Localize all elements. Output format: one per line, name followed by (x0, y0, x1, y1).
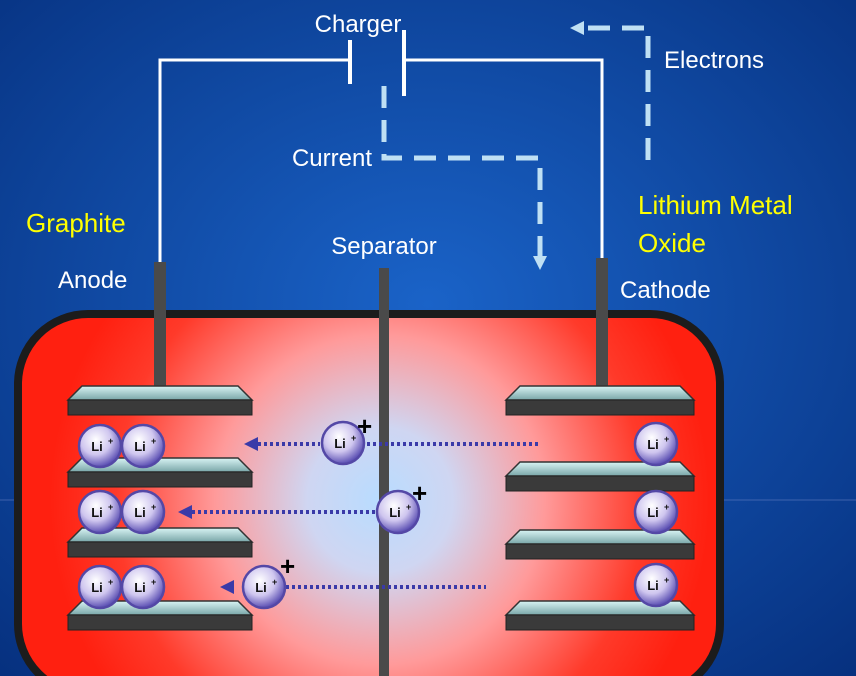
ion-migration-arrows (192, 442, 540, 589)
lithium-ion: Li + (633, 489, 679, 535)
anode-wire (158, 58, 350, 262)
anode-label: Anode (58, 267, 127, 294)
ion-charge-sup: + (406, 502, 411, 512)
ion-charge-large: + (412, 478, 427, 508)
anode-plate (66, 457, 254, 488)
ion-label: Li (334, 436, 346, 451)
cathode-rod (596, 258, 608, 398)
lithium-ion: Li + (120, 423, 166, 469)
ion-charge-sup: + (351, 433, 356, 443)
current-dashed-line (381, 86, 543, 258)
ion-charge-sup: + (108, 577, 113, 587)
anode-plate (66, 527, 254, 558)
lithium-ion: Li + (120, 489, 166, 535)
ion-arrowhead-2 (178, 505, 192, 519)
lithium-ion: Li + (77, 564, 123, 610)
ion-charge-large: + (357, 411, 372, 441)
separator-label: Separator (331, 233, 436, 260)
anode-plates (66, 385, 254, 631)
ion-arrowhead-3 (220, 580, 234, 594)
electron-arrowhead (570, 21, 584, 35)
ion-charge-sup: + (151, 436, 156, 446)
ion-charge-sup: + (664, 434, 669, 444)
electron-dashed-line (588, 25, 651, 160)
ion-arrowhead-1 (244, 437, 258, 451)
current-label: Current (292, 145, 372, 172)
separator-rod (379, 268, 389, 676)
current-path (381, 86, 543, 258)
ion-label: Li (647, 437, 659, 452)
ion-label: Li (255, 580, 267, 595)
cathode-plates (504, 385, 696, 631)
ion-charge-sup: + (151, 502, 156, 512)
lithium-ion: Li + (633, 562, 679, 608)
ion-label: Li (647, 578, 659, 593)
cathode-wire (404, 58, 604, 258)
anode-plate (66, 600, 254, 631)
anode-plate (66, 385, 254, 416)
ion-charge-sup: + (664, 575, 669, 585)
current-arrowhead (533, 256, 547, 270)
ion-charge-sup: + (108, 502, 113, 512)
lithium-ion: Li + (633, 421, 679, 467)
cathode-material-label-line1: Lithium Metal (638, 190, 793, 220)
ion-charge-sup: + (272, 577, 277, 587)
cathode-plate (504, 461, 696, 492)
lithium-ion: Li + (77, 423, 123, 469)
electrons-label: Electrons (664, 47, 764, 74)
lithium-ions: Li + Li + Li + Li + Li + Li + (77, 411, 679, 610)
charger-circuit (158, 58, 604, 262)
ion-charge-sup: + (151, 577, 156, 587)
lithium-ion: Li + (77, 489, 123, 535)
ion-label: Li (134, 505, 146, 520)
lithium-ion-migrating: Li + + (241, 551, 295, 610)
graphite-label: Graphite (26, 208, 126, 238)
ion-label: Li (389, 505, 401, 520)
cathode-plate (504, 385, 696, 416)
ion-label: Li (91, 439, 103, 454)
lithium-ion: Li + (120, 564, 166, 610)
ion-charge-sup: + (664, 502, 669, 512)
cathode-plate (504, 529, 696, 560)
anode-rod (154, 262, 166, 402)
ion-label: Li (91, 505, 103, 520)
cathode-label: Cathode (620, 277, 711, 304)
ion-label: Li (647, 505, 659, 520)
ion-charge-large: + (280, 551, 295, 581)
lithium-ion-migrating: Li + + (375, 478, 427, 535)
ion-charge-sup: + (108, 436, 113, 446)
electron-path (588, 25, 651, 160)
ion-label: Li (134, 580, 146, 595)
cathode-plate (504, 600, 696, 631)
ion-label: Li (134, 439, 146, 454)
ion-label: Li (91, 580, 103, 595)
charger-label: Charger (315, 11, 402, 38)
lithium-ion-migrating: Li + + (320, 411, 372, 466)
cathode-material-label-line2: Oxide (638, 228, 706, 258)
